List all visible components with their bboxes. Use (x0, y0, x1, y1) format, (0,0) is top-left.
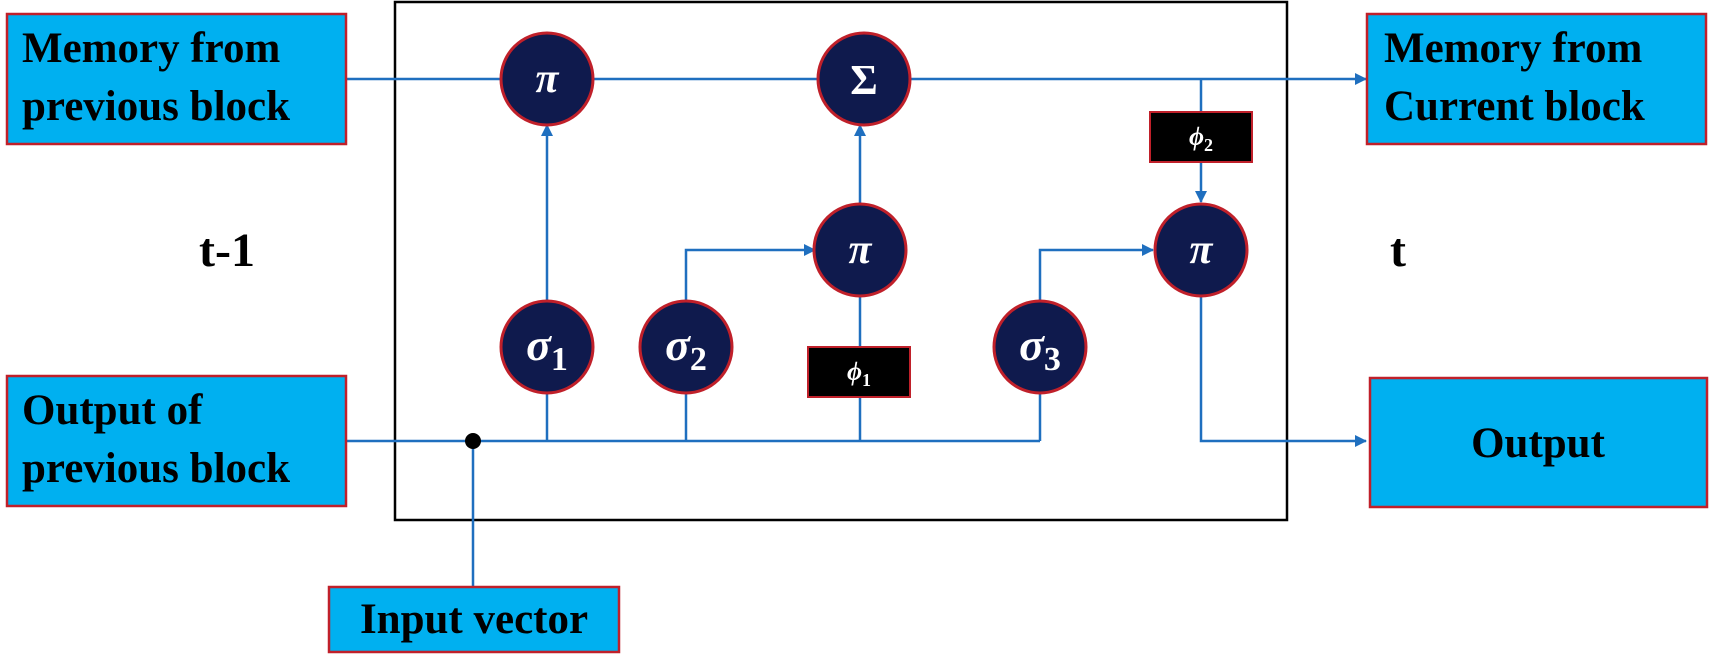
box-memory-curr-line1: Memory from (1384, 25, 1642, 72)
svg-text:ϕ2: ϕ2 (1189, 122, 1213, 155)
node-sigma-1: σ1 (499, 299, 595, 395)
box-output-label: Output (1471, 420, 1606, 467)
node-sigma-1-symbol: σ (526, 319, 552, 370)
node-pi-mid: π (812, 202, 908, 298)
svg-text:σ2: σ2 (665, 319, 707, 378)
svg-text:σ3: σ3 (1019, 319, 1061, 378)
sigma3-to-pi-line (1038, 244, 1154, 300)
svg-text:ϕ1: ϕ1 (847, 357, 871, 390)
node-sigma-2-subscript: 2 (690, 341, 707, 378)
connection-lines (346, 73, 1367, 588)
box-memory-curr-line2: Current block (1384, 83, 1645, 130)
pi-to-output-line (1199, 296, 1367, 447)
box-output-prev-line1: Output of (22, 387, 203, 434)
node-sigma-2-symbol: σ (665, 319, 691, 370)
box-memory-prev-line1: Memory from (22, 25, 280, 72)
phi-box-2: ϕ2 (1149, 111, 1253, 163)
phi-1-symbol: ϕ (847, 357, 862, 386)
node-sum: Σ (816, 31, 912, 127)
node-sigma-3-subscript: 3 (1044, 341, 1061, 378)
box-output-prev: Output of previous block (5, 374, 348, 508)
phi-1-subscript: 1 (862, 370, 871, 390)
phi-box-1: ϕ1 (807, 346, 911, 398)
node-sum-symbol: Σ (850, 58, 877, 104)
box-memory-curr: Memory from Current block (1365, 12, 1708, 146)
node-pi-top-symbol: π (536, 56, 560, 102)
phi-2-subscript: 2 (1204, 135, 1213, 155)
junction-dot (465, 433, 481, 449)
box-input-vector: Input vector (327, 585, 621, 654)
svg-text:σ1: σ1 (526, 319, 568, 378)
box-memory-prev-line2: previous block (22, 83, 290, 130)
box-memory-prev: Memory from previous block (5, 12, 348, 146)
node-pi-right-symbol: π (1190, 227, 1214, 273)
lstm-cell-frame (393, 0, 1289, 522)
time-label-prev: t-1 (199, 224, 255, 277)
time-label-curr: t (1390, 224, 1406, 277)
node-sigma-3-symbol: σ (1019, 319, 1045, 370)
node-sigma-3: σ3 (992, 299, 1088, 395)
phi-2-symbol: ϕ (1189, 122, 1204, 151)
node-pi-top: π (499, 31, 595, 127)
node-sigma-2: σ2 (638, 299, 734, 395)
box-output-prev-line2: previous block (22, 445, 290, 492)
box-input-vector-label: Input vector (360, 596, 588, 643)
node-sigma-1-subscript: 1 (551, 341, 568, 378)
node-pi-right: π (1153, 202, 1249, 298)
node-pi-mid-symbol: π (849, 227, 873, 273)
box-output: Output (1368, 376, 1709, 509)
sigma2-to-pi-line (684, 244, 816, 300)
